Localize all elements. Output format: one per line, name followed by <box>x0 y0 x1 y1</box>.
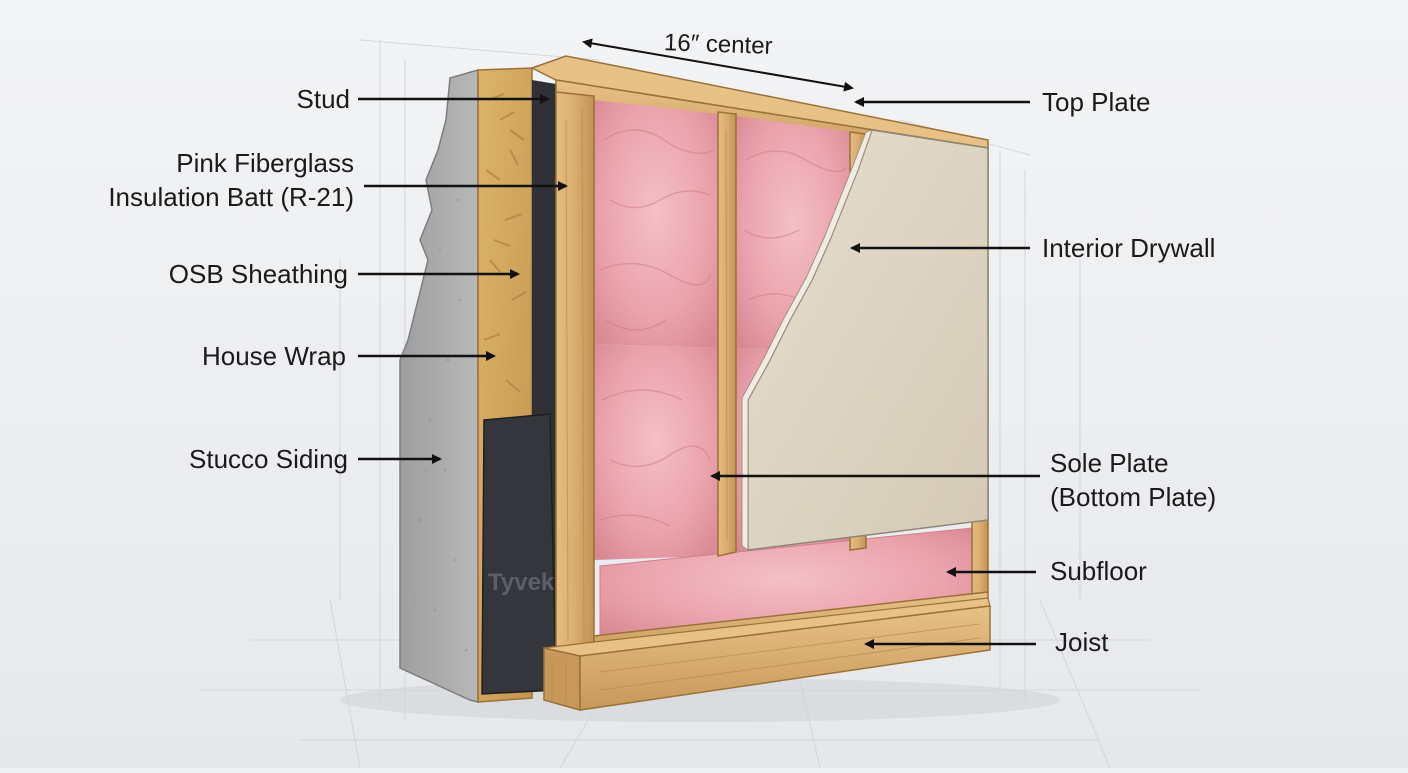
drywall-edge <box>741 129 873 551</box>
stud-grain <box>565 109 728 651</box>
label-top-plate: Top Plate <box>1042 87 1151 117</box>
label-sole-plate-line1: Sole Plate <box>1050 448 1169 478</box>
label-interior-drywall: Interior Drywall <box>1042 233 1216 263</box>
joist-side <box>579 605 991 711</box>
joist-face <box>543 647 581 711</box>
stucco-siding <box>399 69 479 703</box>
label-osb-sheathing: OSB Sheathing <box>168 259 348 289</box>
tyvek-logo: Tyvek <box>488 569 555 596</box>
label-stucco-siding: Stucco Siding <box>189 444 348 474</box>
label-sole-plate: Sole Plate (Bottom Plate) <box>1050 446 1216 514</box>
label-subfloor: Subfloor <box>1050 556 1147 586</box>
dimension-line <box>582 38 854 92</box>
insulation-lower-left <box>594 344 718 560</box>
stud-left <box>555 91 595 667</box>
label-insulation-line2: Insulation Batt (R-21) <box>108 182 354 212</box>
label-house-wrap: House Wrap <box>201 341 346 371</box>
label-sole-plate-line2: (Bottom Plate) <box>1050 482 1217 512</box>
stud-middle <box>717 111 737 557</box>
label-insulation-line1: Pink Fiberglass <box>176 148 354 178</box>
stucco-texture <box>412 198 468 652</box>
dimension-label: 16″ center <box>663 29 774 60</box>
leader-arrows <box>358 94 1040 649</box>
insulation-upper-left <box>594 100 718 348</box>
joist-grain <box>551 623 981 704</box>
label-insulation: Pink Fiberglass Insulation Batt (R-21) <box>108 146 354 214</box>
label-joist: Joist <box>1055 627 1109 657</box>
label-stud: Stud <box>296 84 351 114</box>
